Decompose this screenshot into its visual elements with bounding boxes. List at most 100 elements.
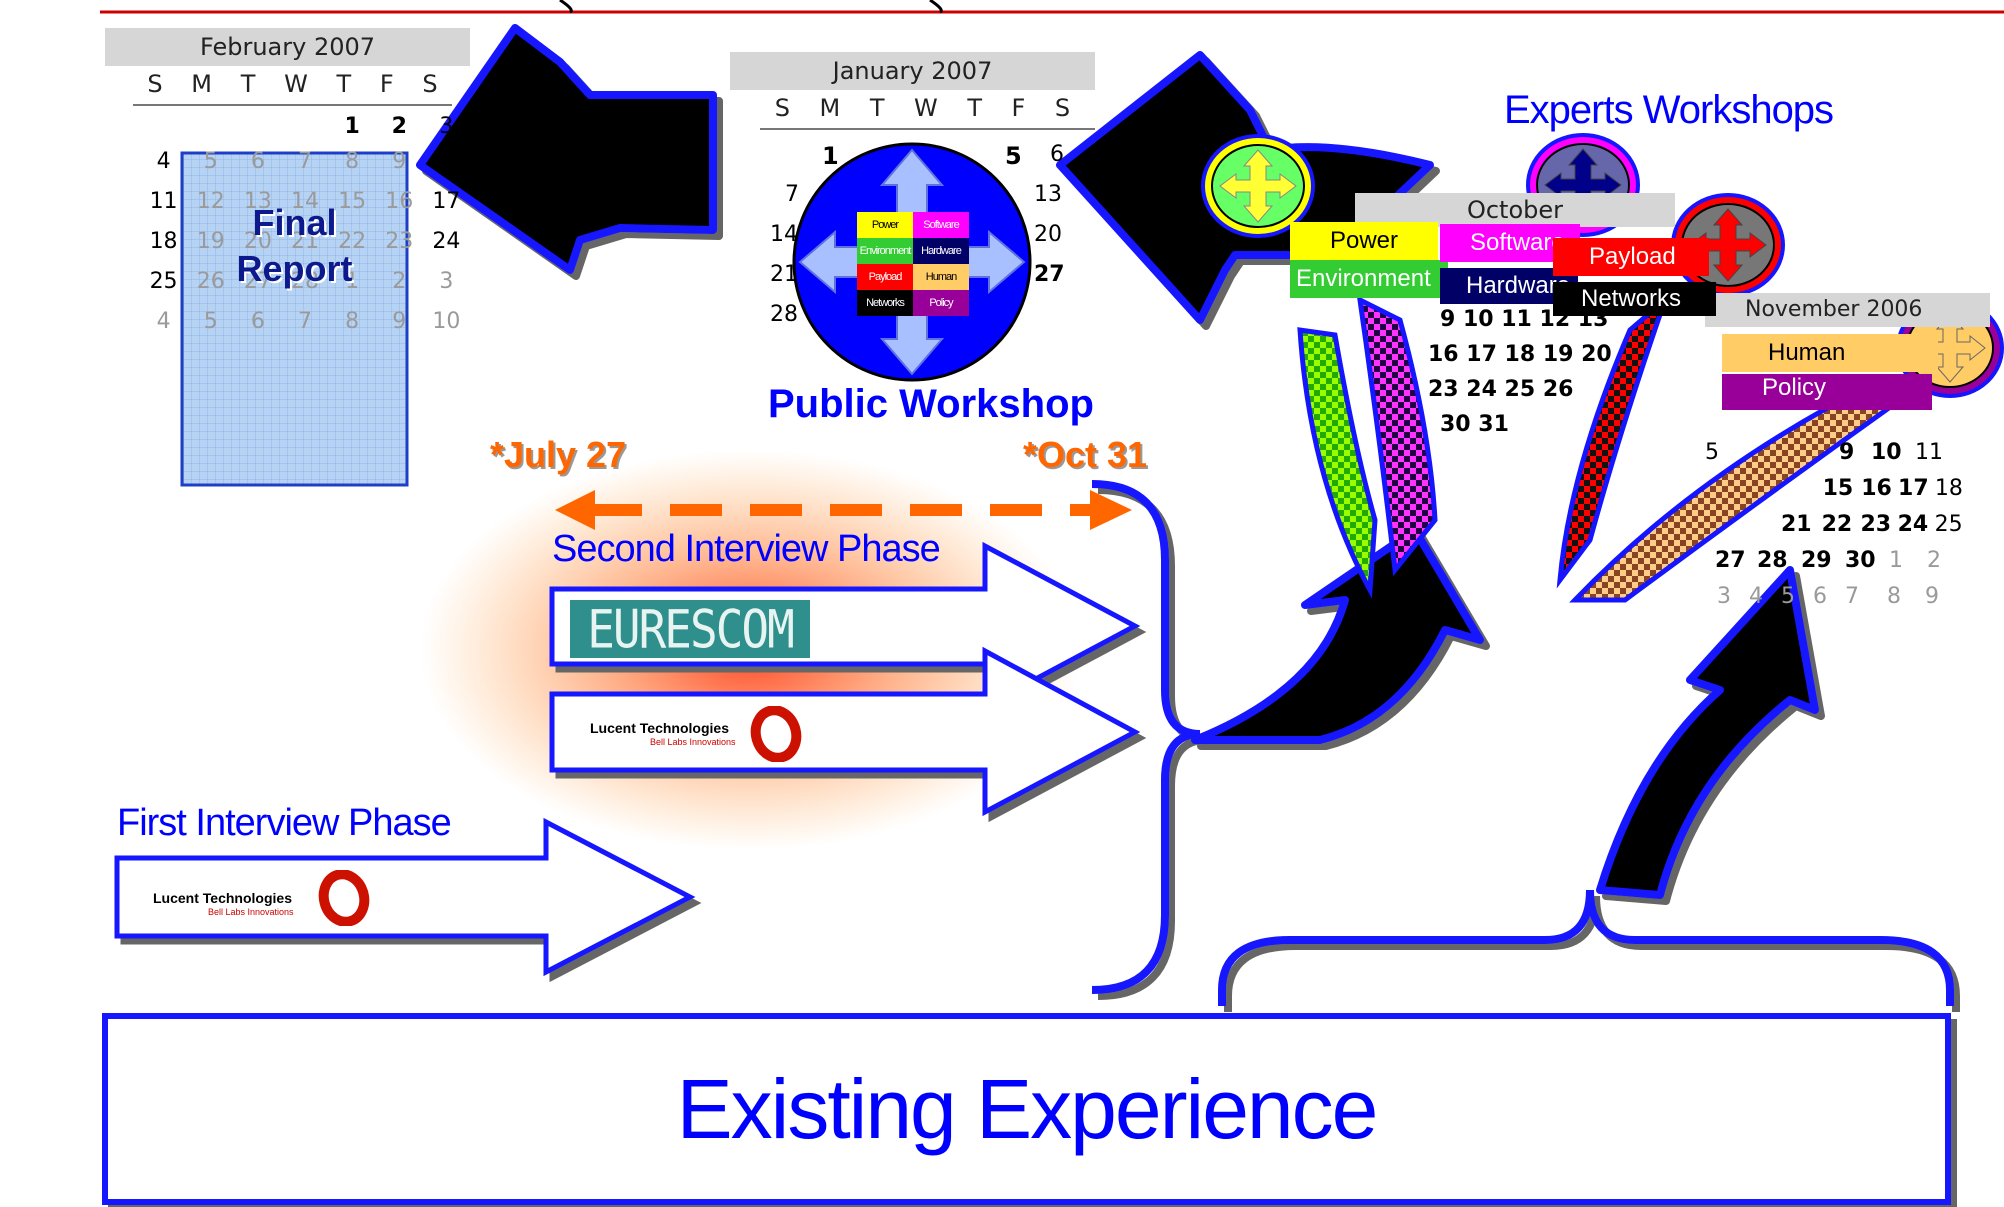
calendar-day: 7 [1845, 584, 1859, 609]
weekday-label: S [147, 70, 163, 98]
calendar-day: 5 [1705, 440, 1719, 465]
calendar-day: 4 [1749, 584, 1763, 609]
calendar-day: 6 [250, 149, 265, 174]
calendar-day: 7 [297, 149, 312, 174]
second-phase-arrows [549, 541, 1141, 817]
calendar-day: 24 [1897, 512, 1929, 537]
calendar-january-day: 28 [770, 302, 798, 327]
calendar-day: 21 [1780, 512, 1812, 537]
calendar-week: 5 9 10 11 [1705, 440, 1970, 476]
calendar-day: 1 [1889, 548, 1903, 573]
calendar-october-title: October [1355, 193, 1675, 227]
expert-tag-label: Environment [1296, 265, 1431, 292]
end-date-label: *Oct 31 [1023, 434, 1148, 475]
calendar-day: 12 [196, 189, 225, 214]
calendar-day: 26 [196, 269, 225, 294]
expert-circle-power [1201, 134, 1315, 238]
topic-software: Software [913, 212, 969, 238]
topic-networks: Networks [857, 290, 913, 316]
calendar-day: 15 [338, 189, 367, 214]
calendar-day: 9 [392, 309, 407, 334]
timeline-dashed-arrow [555, 490, 1132, 530]
calendar-day: 1 [345, 269, 360, 294]
calendar-january-weekdays: S M T W T F S [730, 90, 1095, 126]
calendar-october: October [1355, 193, 1675, 227]
calendar-day: 13 [243, 189, 272, 214]
calendar-february-title: February 2007 [105, 28, 470, 66]
calendar-day: 3 [439, 114, 454, 139]
calendar-week: 4 5 6 7 8 9 10 [140, 149, 470, 189]
experts-workshops-label: Experts Workshops [1504, 88, 1834, 132]
expert-tag-payload: Payload [1553, 238, 1709, 276]
calendar-week: 3 4 5 6 7 8 9 [1705, 584, 1970, 620]
experience-brace [1218, 889, 1954, 1006]
final-report-line2: Report [236, 248, 353, 289]
arrow-up-right [1596, 566, 1819, 899]
arrow-to-february [416, 24, 717, 274]
calendar-week: 4 5 6 7 8 9 10 [140, 309, 470, 349]
topic-hardware: Hardware [913, 238, 969, 264]
calendar-rule [133, 104, 452, 106]
calendar-day: 19 [196, 229, 225, 254]
lucent-second-arrow [549, 646, 1141, 817]
expert-tag-label: Power [1329, 227, 1399, 254]
calendar-day: 10 [432, 309, 461, 334]
calendar-day: 18 [1934, 476, 1963, 501]
lucent-logo-name: Lucent Technologies [153, 890, 292, 906]
calendar-day: 14 [290, 189, 319, 214]
calendar-day: 4 [156, 309, 171, 334]
calendar-october-week: 30 31 [1440, 412, 1509, 437]
calendar-january: January 2007 S M T W T F S [730, 52, 1095, 130]
eurescom-logo: EURESCOM [570, 598, 810, 660]
calendar-february: February 2007 S M T W T F S 1 2 3 4 5 6 … [105, 28, 470, 349]
weekday-label: T [869, 94, 885, 122]
weekday-label: M [191, 70, 212, 98]
calendar-day: 1 [344, 114, 360, 139]
expert-tag-human: Human [1722, 334, 1938, 372]
expert-tag-label: Hardware [1466, 272, 1571, 299]
public-workshop-label: Public Workshop [768, 382, 1094, 426]
calendar-day: 8 [345, 309, 360, 334]
calendar-day: 23 [385, 229, 414, 254]
existing-experience-label: Existing Experience [676, 1061, 1379, 1156]
expert-tag-policy: Policy [1722, 374, 1932, 410]
weekday-label: T [967, 94, 982, 122]
calendar-day: 4 [156, 149, 171, 174]
weekday-label: T [336, 70, 352, 98]
calendar-october-week: 16 17 18 19 20 [1428, 342, 1612, 367]
lucent-logo-first: Lucent Technologies Bell Labs Innovation… [128, 868, 378, 928]
calendar-rule [760, 128, 1095, 130]
public-workshop-four-way-arrow [798, 148, 1026, 376]
flame-software [1356, 295, 1438, 577]
calendar-day: 27 [243, 269, 272, 294]
calendar-day: 18 [149, 229, 178, 254]
calendar-week: 18 19 20 21 22 23 24 [140, 229, 470, 269]
topic-payload: Payload [857, 264, 913, 290]
cropped-title-glyphs [559, 0, 943, 14]
final-report-block [180, 151, 409, 487]
calendar-day: 2 [391, 114, 407, 139]
calendar-week: 11 12 13 14 15 16 17 [140, 189, 470, 229]
calendar-day: 9 [392, 149, 407, 174]
first-phase-arrow [114, 817, 696, 977]
expert-tag-label: Human [1768, 339, 1846, 366]
second-interview-phase-label: Second Interview Phase [552, 528, 941, 570]
expert-tag-environment: Environment [1290, 260, 1448, 298]
weekday-label: S [774, 94, 790, 122]
calendar-week: 1 2 3 [140, 114, 470, 149]
expert-tag-label: Software [1470, 229, 1565, 256]
expert-tag-label: Networks [1581, 285, 1682, 312]
lucent-ring-icon [318, 870, 370, 926]
calendar-day: 25 [149, 269, 178, 294]
calendar-january-day: 13 [1034, 182, 1062, 207]
calendar-october-week: 23 24 25 26 [1428, 377, 1574, 402]
calendar-january-day: 21 [770, 262, 798, 287]
calendar-day: 27 [1715, 548, 1746, 573]
lucent-ring-icon [750, 706, 802, 762]
calendar-january-day-5: 5 [1005, 142, 1022, 170]
calendar-week: 25 26 27 28 1 2 3 [140, 269, 470, 309]
lucent-logo-tagline: Bell Labs Innovations [208, 907, 294, 917]
weekday-label: W [914, 94, 938, 122]
calendar-day: 9 [1839, 440, 1855, 465]
calendar-day: 2 [1927, 548, 1941, 573]
